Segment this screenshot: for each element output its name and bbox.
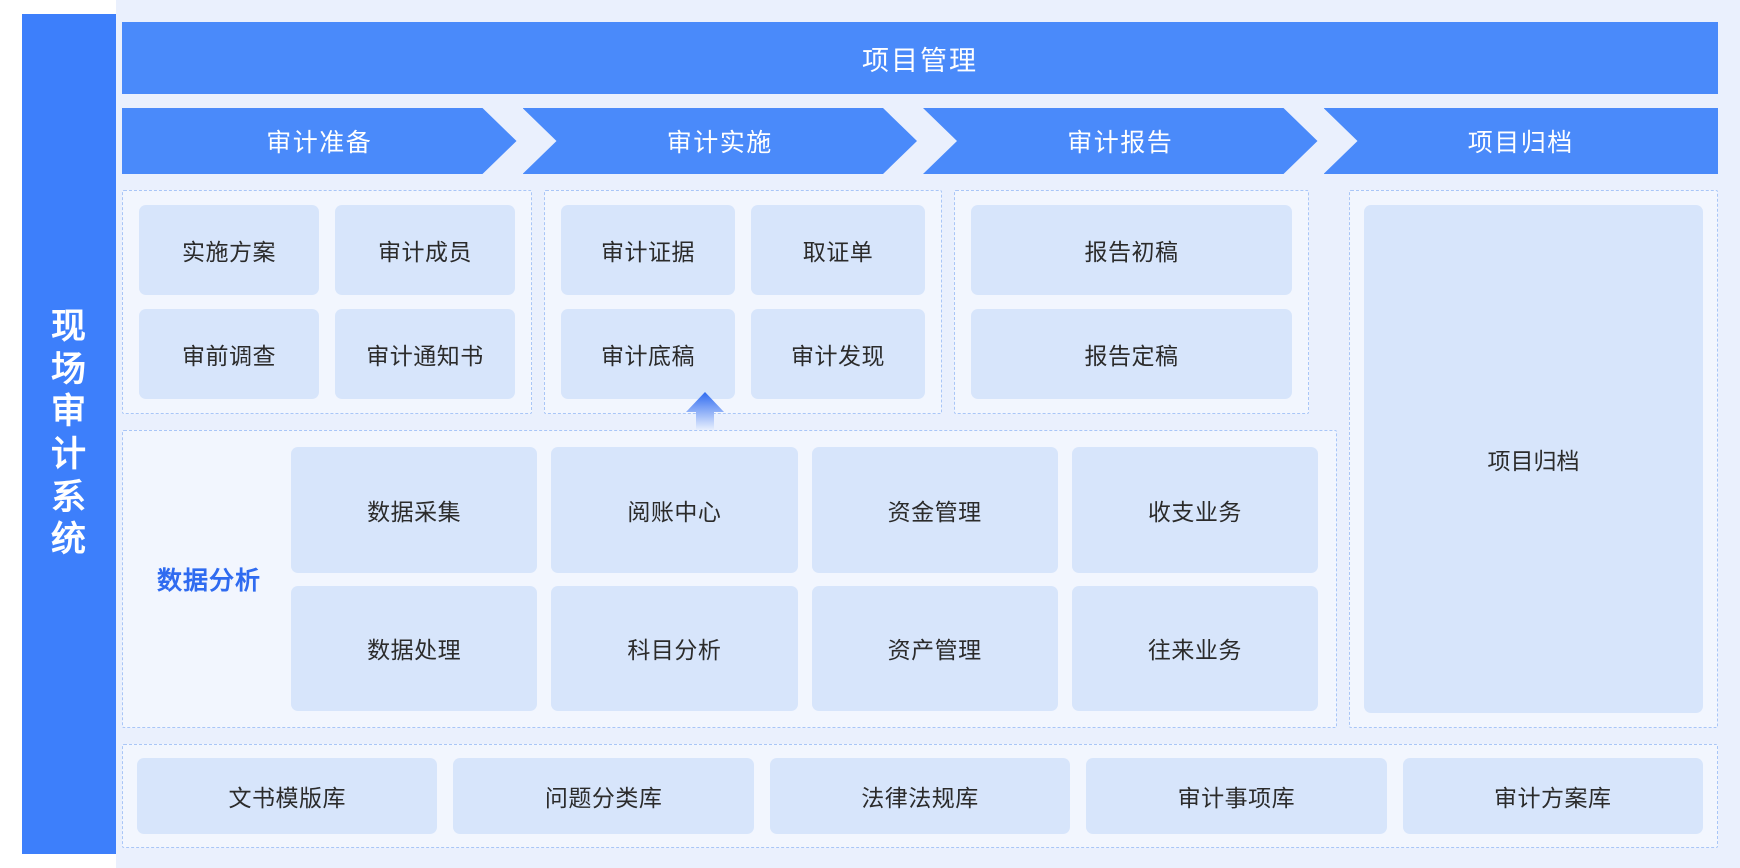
phase-group-report: 报告初稿 报告定稿 [954,190,1309,414]
tile-audit-notice[interactable]: 审计通知书 [335,309,515,399]
tile-audit-evidence[interactable]: 审计证据 [561,205,735,295]
tile-asset-management[interactable]: 资产管理 [811,585,1058,711]
tile-laws-regulations-library[interactable]: 法律法规库 [769,758,1071,834]
stage-bar: 审计准备 审计实施 审计报告 项目归档 [122,108,1718,174]
tile-implementation-plan[interactable]: 实施方案 [139,205,319,295]
tile-audit-working-paper[interactable]: 审计底稿 [561,309,735,399]
stage-audit-preparation[interactable]: 审计准备 [122,108,517,174]
stage-label: 审计实施 [666,129,773,157]
phase-group-preparation: 实施方案 审计成员 审前调查 审计通知书 [122,190,532,414]
stage-audit-report[interactable]: 审计报告 [923,108,1318,174]
tile-revenue-expenditure[interactable]: 收支业务 [1071,447,1318,573]
stage-audit-execution[interactable]: 审计实施 [523,108,918,174]
tile-audit-finding[interactable]: 审计发现 [751,309,925,399]
tile-data-processing[interactable]: 数据处理 [291,585,538,711]
tile-audit-plan-library[interactable]: 审计方案库 [1402,758,1703,834]
tile-document-template-library[interactable]: 文书模版库 [137,758,438,834]
phase-and-analysis-stack: 实施方案 审计成员 审前调查 审计通知书 审计证据 取证单 审计底稿 审计发现 [122,190,1337,728]
tile-evidence-form[interactable]: 取证单 [751,205,925,295]
up-arrow-icon [686,392,724,430]
tile-ledger-review-center[interactable]: 阅账中心 [551,447,798,573]
banner-label: 项目管理 [862,45,978,76]
data-analysis-label: 数据分析 [156,567,261,595]
tile-subject-analysis[interactable]: 科目分析 [551,585,798,711]
system-title: 现场审计系统 [50,306,87,560]
tile-fund-management[interactable]: 资金管理 [811,447,1058,573]
tile-issue-category-library[interactable]: 问题分类库 [453,758,754,834]
phase-group-archive: 项目归档 [1349,190,1718,728]
stage-project-archive[interactable]: 项目归档 [1323,108,1718,174]
analysis-wrap: 数据分析 数据采集 阅账中心 资金管理 收支业务 数据处理 科目分析 资产管理 … [122,392,1337,728]
phase-group-execution: 审计证据 取证单 审计底稿 审计发现 [544,190,942,414]
data-analysis-grid: 数据采集 阅账中心 资金管理 收支业务 数据处理 科目分析 资产管理 往来业务 [291,447,1318,711]
tile-data-collection[interactable]: 数据采集 [291,447,538,573]
phase-row: 实施方案 审计成员 审前调查 审计通知书 审计证据 取证单 审计底稿 审计发现 [122,190,1337,414]
project-management-banner[interactable]: 项目管理 [122,22,1718,94]
tile-report-draft[interactable]: 报告初稿 [971,205,1292,295]
middle-area: 实施方案 审计成员 审前调查 审计通知书 审计证据 取证单 审计底稿 审计发现 [122,190,1718,728]
stage-label: 审计报告 [1067,129,1174,157]
tile-audit-matters-library[interactable]: 审计事项库 [1086,758,1387,834]
system-rail: 现场审计系统 [22,14,116,854]
library-group: 文书模版库 问题分类库 法律法规库 审计事项库 审计方案库 [122,744,1718,848]
stage-label: 项目归档 [1467,129,1574,157]
tile-audit-members[interactable]: 审计成员 [335,205,515,295]
tile-current-account-business[interactable]: 往来业务 [1071,585,1318,711]
tile-pre-audit-survey[interactable]: 审前调查 [139,309,319,399]
main-panel: 项目管理 审计准备 审计实施 审计报告 项目归档 [116,0,1740,868]
tile-report-final[interactable]: 报告定稿 [971,309,1292,399]
stage-label: 审计准备 [266,129,373,157]
data-analysis-group: 数据分析 数据采集 阅账中心 资金管理 收支业务 数据处理 科目分析 资产管理 … [122,430,1337,728]
tile-project-archive[interactable]: 项目归档 [1364,205,1703,713]
